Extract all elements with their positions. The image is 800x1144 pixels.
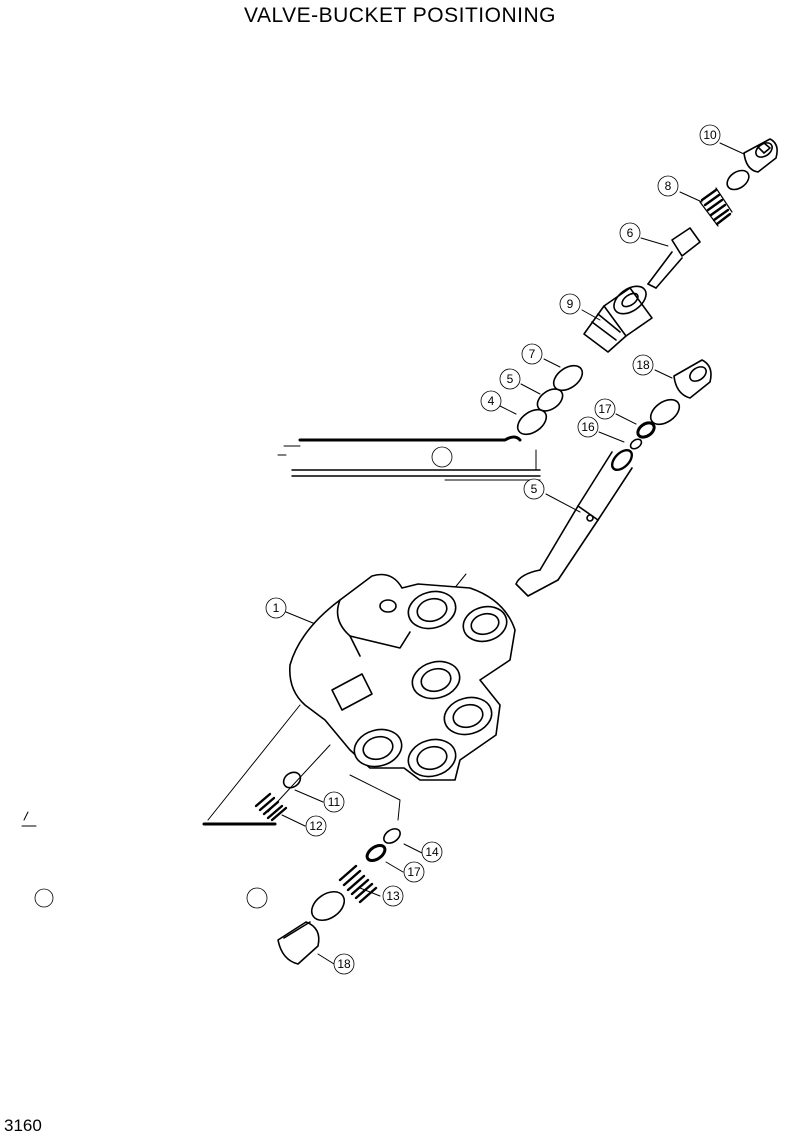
callout-label: 5 <box>507 372 514 386</box>
callout-label: 8 <box>665 179 672 193</box>
callout-circle <box>265 597 287 619</box>
spring-part-13 <box>338 864 378 904</box>
callout-circle <box>323 791 345 813</box>
callout-c10: 10 <box>699 124 721 146</box>
callout-label: 16 <box>581 420 595 434</box>
callout-circle <box>619 222 641 244</box>
callout-circle <box>333 953 355 975</box>
callout-c5: 5 <box>499 368 521 390</box>
ring-part-4 <box>516 408 548 436</box>
ring-near-lower-plug <box>310 890 346 922</box>
callout-label: 4 <box>488 394 495 408</box>
ring-part-5 <box>536 388 564 412</box>
callout-circle <box>594 398 616 420</box>
callout-c13: 13 <box>382 885 404 907</box>
callout-label: 9 <box>567 297 574 311</box>
callout-circle <box>632 354 654 376</box>
ring-near-plug <box>726 169 750 191</box>
disc-part-11 <box>282 771 302 789</box>
ring-part-17-lower <box>365 843 387 863</box>
callout-circle <box>480 390 502 412</box>
callout-label: 17 <box>598 402 612 416</box>
callout-c4: 4 <box>480 390 502 412</box>
callout-circle <box>523 478 545 500</box>
callout-label: 11 <box>328 795 341 809</box>
ring-part-17-upper <box>636 421 656 439</box>
callout-c18b: 18 <box>333 953 355 975</box>
guide-lines <box>277 435 541 607</box>
callout-label: 5 <box>531 482 538 496</box>
plug-part-18-upper <box>673 359 712 399</box>
callout-label: 13 <box>386 889 400 903</box>
callout-label: 12 <box>309 819 323 833</box>
callout-c9: 9 <box>559 293 581 315</box>
page-number: 3160 <box>4 1116 42 1135</box>
callout-circle <box>499 368 521 390</box>
ring-part-7 <box>552 364 584 392</box>
callout-circle <box>699 124 721 146</box>
callout-circle <box>382 885 404 907</box>
callout-c6: 6 <box>619 222 641 244</box>
callout-label: 18 <box>337 957 351 971</box>
callout-label: 18 <box>636 358 650 372</box>
spool <box>515 448 634 597</box>
callout-label: 17 <box>407 865 421 879</box>
callout-circle <box>577 416 599 438</box>
plug-part-18-lower <box>277 921 320 965</box>
spring-part-12 <box>254 792 288 822</box>
callout-c7: 7 <box>521 343 543 365</box>
callout-c1: 1 <box>265 597 287 619</box>
callout-c17b: 17 <box>403 861 425 883</box>
callout-circle <box>657 175 679 197</box>
callout-label: 14 <box>425 845 439 859</box>
spring-part-8 <box>699 187 733 227</box>
callout-c8: 8 <box>657 175 679 197</box>
ring-part-16 <box>629 438 643 450</box>
callout-label: 1 <box>273 601 280 615</box>
callout-c17a: 17 <box>594 398 616 420</box>
callout-label: 7 <box>529 347 536 361</box>
callout-c12: 12 <box>305 815 327 837</box>
relief-body-part-9 <box>583 285 653 353</box>
valve-body-part-1 <box>288 573 516 781</box>
callout-circle <box>559 293 581 315</box>
callout-circle <box>521 343 543 365</box>
callout-label: 6 <box>627 226 634 240</box>
callout-label: 10 <box>703 128 717 142</box>
ring-near-upper-plug <box>649 398 681 426</box>
disc-part-14 <box>383 828 401 844</box>
lower-guide-lines <box>21 704 401 909</box>
diagram-title: VALVE-BUCKET POSITIONING <box>244 4 556 27</box>
callout-circle <box>305 815 327 837</box>
callout-circle <box>403 861 425 883</box>
poppet-part-6 <box>647 227 701 289</box>
callout-c16: 16 <box>577 416 599 438</box>
callout-c11: 11 <box>323 791 345 813</box>
callout-c15: 5 <box>523 478 545 500</box>
callout-c18a: 18 <box>632 354 654 376</box>
callout-c14: 14 <box>421 841 443 863</box>
callout-circle <box>421 841 443 863</box>
plug-part-10 <box>743 138 778 173</box>
